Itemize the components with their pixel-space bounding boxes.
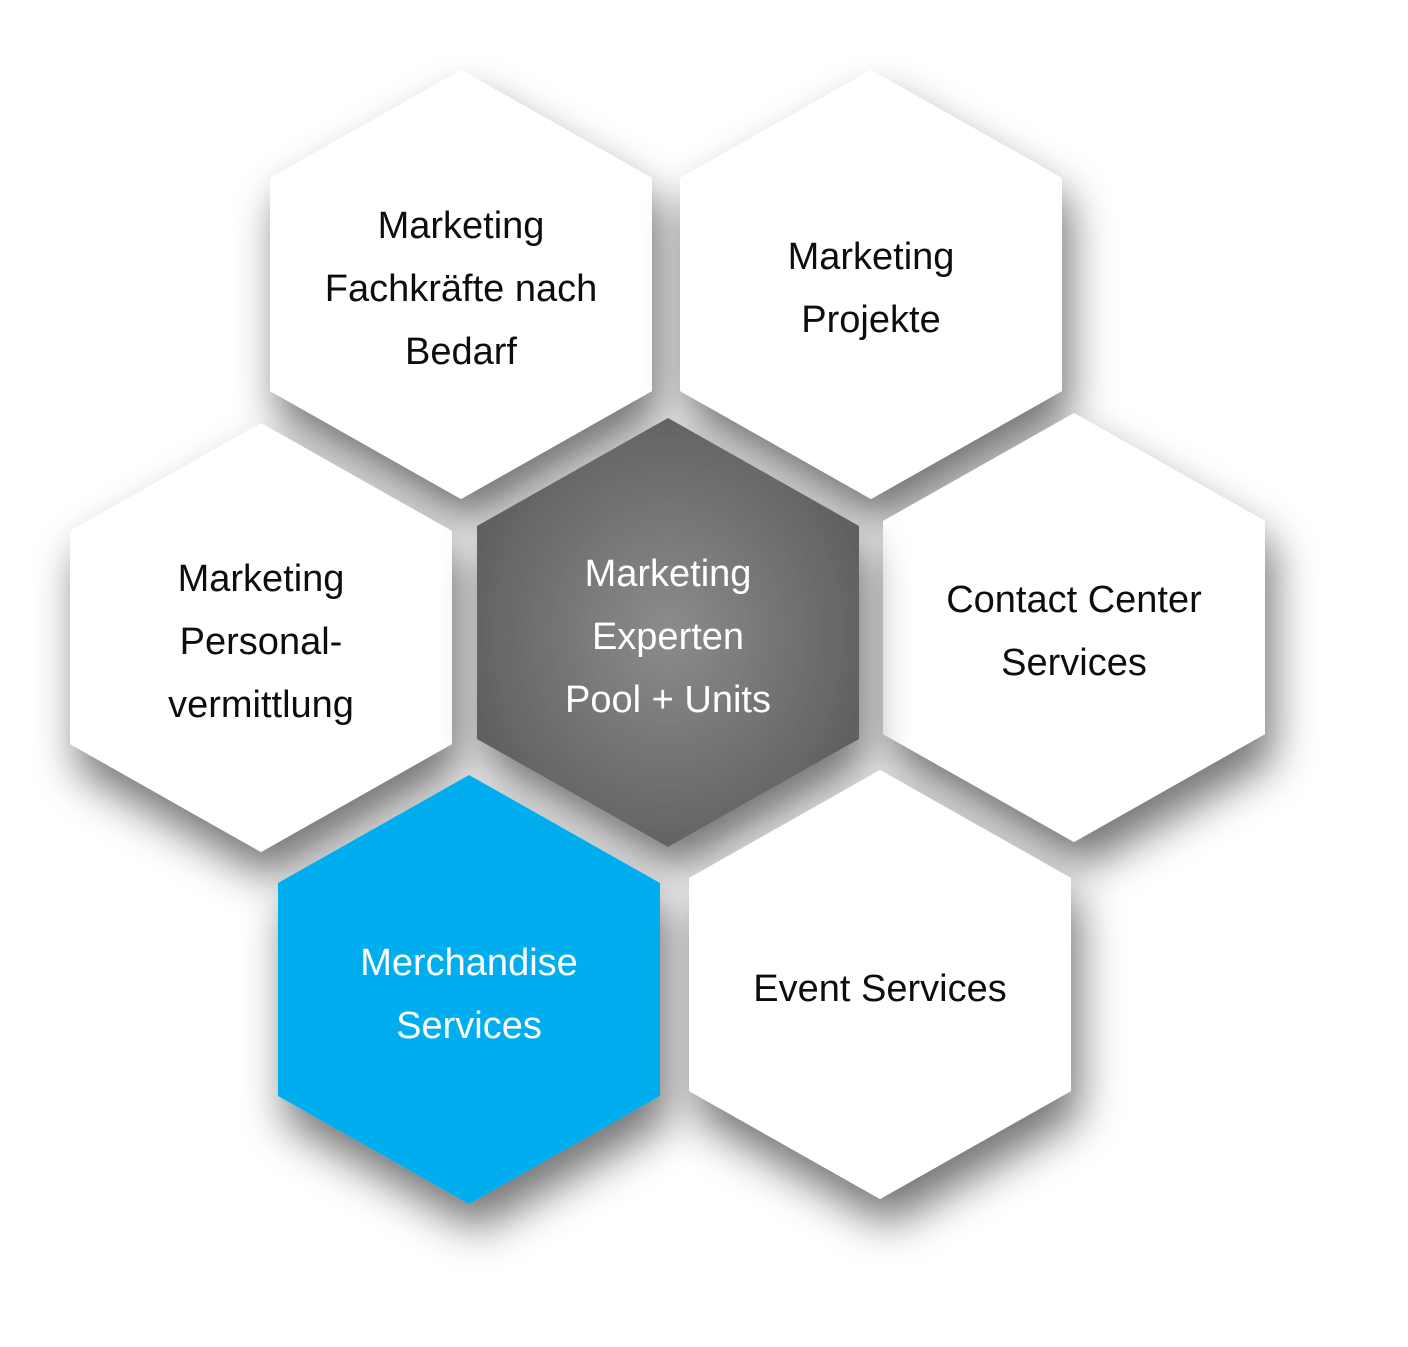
hex-label-line: Marketing: [178, 558, 345, 600]
hex-shape-projekte: [680, 70, 1062, 499]
hex-label-line: Pool + Units: [565, 679, 771, 721]
hex-label-line: Personal-: [180, 621, 343, 663]
hex-shape-event: [689, 770, 1071, 1199]
hex-label-line: Marketing: [585, 553, 752, 595]
hex-label-line: Merchandise: [360, 942, 578, 984]
hex-shape-fachkraefte: [270, 70, 652, 499]
hex-label-line: Marketing: [378, 205, 545, 247]
hex-label-line: Projekte: [801, 299, 940, 341]
hex-label-line: Contact Center: [946, 579, 1202, 621]
hex-label-line: Services: [1001, 642, 1147, 684]
hex-label-line: vermittlung: [168, 684, 354, 726]
hex-label-line: Marketing: [788, 236, 955, 278]
hex-cell-event: Event Services: [689, 770, 1071, 1199]
hex-shape-center: [477, 418, 859, 847]
hex-label-line: Services: [396, 1005, 542, 1047]
hex-label-line: Bedarf: [405, 331, 517, 373]
hex-shape-contact-center: [883, 413, 1265, 842]
hex-label-line: Event Services: [753, 968, 1006, 1010]
hex-label-event: Event Services: [753, 968, 1006, 1010]
hex-shape-merchandise: [278, 775, 660, 1204]
hex-shape-personalvermittlung: [70, 423, 452, 852]
hex-label-line: Fachkräfte nach: [325, 268, 597, 310]
hex-label-line: Experten: [592, 616, 744, 658]
